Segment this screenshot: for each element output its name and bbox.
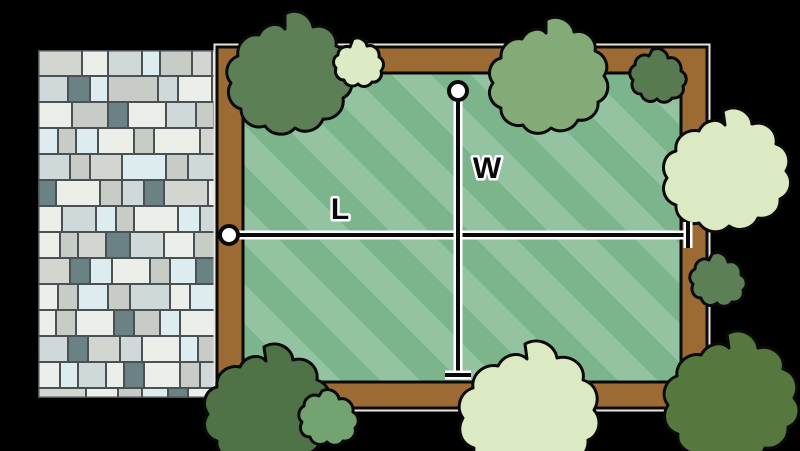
shrub-right-cream (662, 106, 793, 234)
width-label: W (473, 152, 502, 185)
shrub-top-left-dark (225, 9, 354, 136)
width-start-handle[interactable] (447, 80, 469, 102)
shrub-bottom-left-small (297, 388, 360, 447)
shrub-top-mid-light (488, 15, 610, 135)
dimension-layer: L W (218, 80, 693, 380)
patio-paver-area (38, 50, 218, 398)
shrub-right-tiny (688, 251, 748, 308)
deck-lawn-outline (241, 71, 683, 384)
shrub-top-left-pale (332, 36, 385, 88)
length-label: L (331, 193, 349, 226)
shrub-top-right-small (628, 47, 688, 104)
shrub-bottom-mid-cream (457, 339, 601, 451)
shrub-bottom-right-dark (662, 329, 800, 451)
shrub-layer (203, 9, 800, 451)
width-dimension[interactable]: W (445, 80, 504, 380)
length-start-handle[interactable] (218, 224, 240, 246)
patio-pavers (38, 50, 218, 398)
